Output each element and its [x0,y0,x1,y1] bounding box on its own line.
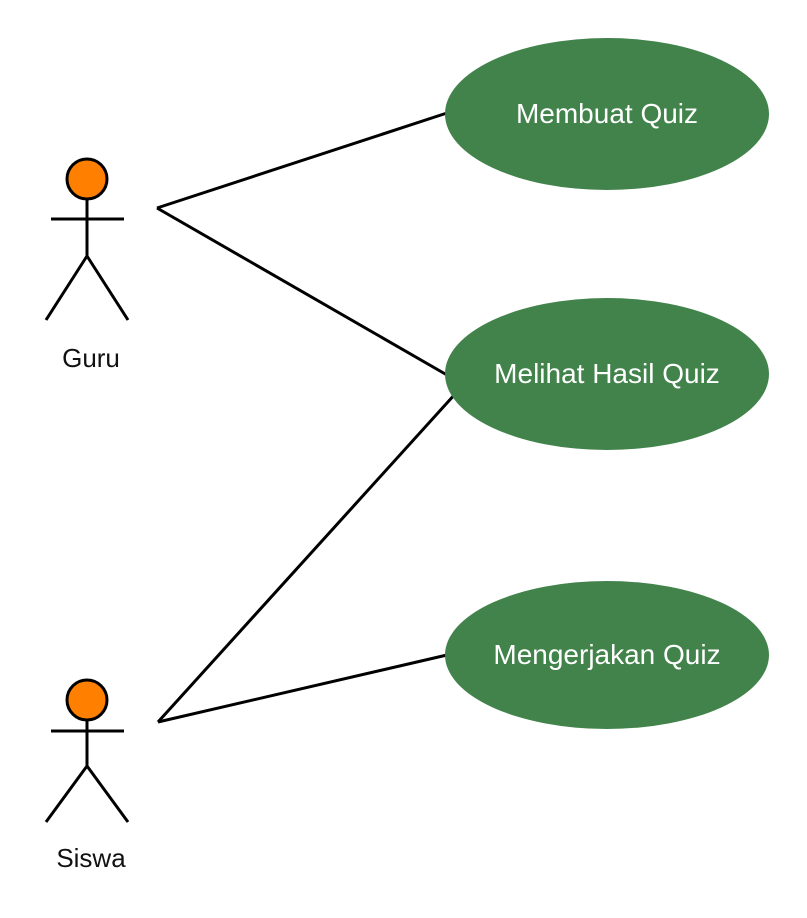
use-case-membuat-quiz[interactable] [445,38,769,190]
association-siswa-melihat-hasil-quiz [156,391,458,724]
actor-guru-figure [44,157,130,321]
association-siswa-mengerjakan-quiz [157,653,448,724]
use-case-membuat-quiz-label: Membuat Quiz [515,98,699,129]
use-case-melihat-hasil-quiz[interactable] [445,298,769,450]
use-case-mengerjakan-quiz-label: Mengerjakan Quiz [493,639,721,670]
use-case-melihat-hasil-quiz-label: Melihat Hasil Quiz [494,358,720,389]
use-case-mengerjakan-quiz[interactable] [445,581,769,729]
association-guru-membuat-quiz [156,111,448,210]
actor-siswa-head [65,678,109,722]
actor-guru-label: Guru [62,343,120,373]
actor-siswa-figure [44,678,130,823]
actor-guru-head [65,157,109,201]
association-guru-melihat-hasil-quiz [156,206,448,377]
actor-siswa-label: Siswa [56,843,126,873]
